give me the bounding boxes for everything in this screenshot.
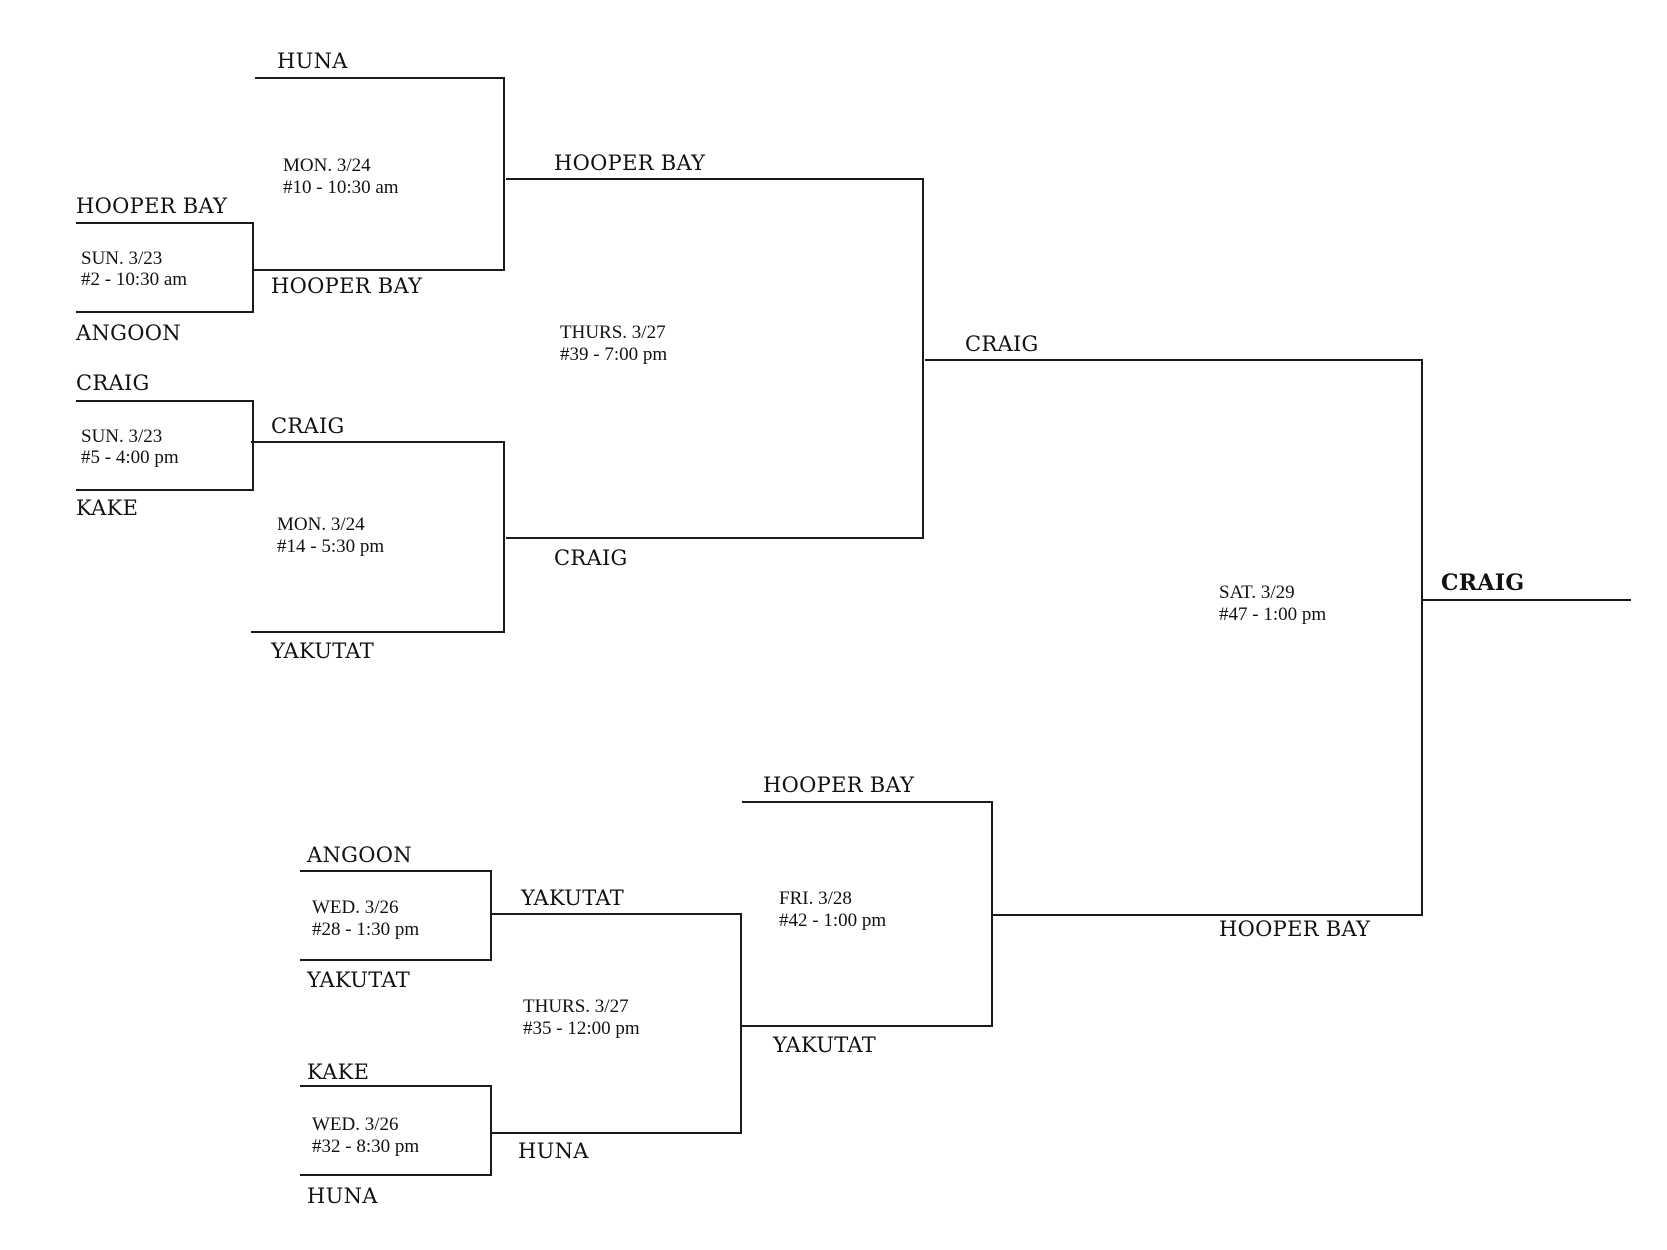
team-slot: KAKE	[307, 1060, 369, 1084]
team-slot: ANGOON	[75, 321, 181, 345]
game-date: SUN. 3/23	[81, 248, 162, 269]
game-42-bracket: HOOPER BAY YAKUTAT FRI. 3/28 #42 - 1:00 …	[741, 773, 993, 1057]
game-number-time: #47 - 1:00 pm	[1219, 604, 1326, 625]
game-date: THURS. 3/27	[523, 996, 629, 1017]
game-date: SAT. 3/29	[1219, 582, 1295, 603]
game-date: MON. 3/24	[277, 514, 365, 535]
team-slot: CRAIG	[76, 371, 150, 395]
game-date: THURS. 3/27	[560, 322, 666, 343]
game-47-lines	[925, 359, 1423, 916]
team-slot: YAKUTAT	[306, 968, 410, 992]
game-14-bracket: CRAIG YAKUTAT MON. 3/24 #14 - 5:30 pm	[251, 414, 505, 663]
game-10-bracket: HUNA HOOPER BAY MON. 3/24 #10 - 10:30 am	[253, 49, 505, 298]
game-10-lines	[253, 77, 505, 271]
team-slot: HUNA	[518, 1139, 589, 1163]
team-slot: ANGOON	[306, 843, 412, 867]
game-number-time: #5 - 4:00 pm	[81, 447, 179, 468]
team-slot: HOOPER BAY	[554, 151, 706, 175]
game-number-time: #42 - 1:00 pm	[779, 910, 886, 931]
team-slot: CRAIG	[271, 414, 345, 438]
game-number-time: #10 - 10:30 am	[283, 177, 399, 198]
game-2-lines	[76, 222, 254, 313]
team-slot: HUNA	[277, 49, 348, 73]
game-28-lines	[300, 870, 492, 961]
game-2-bracket: HOOPER BAY ANGOON SUN. 3/23 #2 - 10:30 a…	[75, 194, 254, 345]
game-number-time: #39 - 7:00 pm	[560, 344, 667, 365]
team-slot: KAKE	[76, 496, 138, 520]
game-date: WED. 3/26	[312, 1114, 399, 1135]
game-39-lines	[506, 178, 924, 539]
team-slot: CRAIG	[965, 332, 1039, 356]
game-5-lines	[76, 400, 254, 491]
champion-slot: CRAIG	[1422, 570, 1631, 601]
team-slot: HOOPER BAY	[1219, 917, 1371, 941]
team-slot: YAKUTAT	[270, 639, 374, 663]
game-number-time: #2 - 10:30 am	[81, 269, 187, 290]
game-date: WED. 3/26	[312, 897, 399, 918]
game-32-bracket: KAKE HUNA WED. 3/26 #32 - 8:30 pm	[300, 1060, 492, 1208]
game-date: SUN. 3/23	[81, 426, 162, 447]
game-47-bracket: CRAIG HOOPER BAY SAT. 3/29 #47 - 1:00 pm	[925, 332, 1423, 941]
game-14-lines	[251, 441, 505, 633]
game-35-bracket: YAKUTAT HUNA THURS. 3/27 #35 - 12:00 pm	[491, 886, 742, 1163]
team-slot: HUNA	[307, 1184, 378, 1208]
game-32-lines	[300, 1085, 492, 1176]
game-number-time: #28 - 1:30 pm	[312, 919, 419, 940]
team-slot: CRAIG	[554, 546, 628, 570]
game-number-time: #14 - 5:30 pm	[277, 536, 384, 557]
team-slot: YAKUTAT	[772, 1033, 876, 1057]
team-slot: HOOPER BAY	[271, 274, 423, 298]
team-slot: HOOPER BAY	[76, 194, 228, 218]
team-slot: YAKUTAT	[520, 886, 624, 910]
game-number-time: #32 - 8:30 pm	[312, 1136, 419, 1157]
team-slot: HOOPER BAY	[763, 773, 915, 797]
game-5-bracket: CRAIG KAKE SUN. 3/23 #5 - 4:00 pm	[76, 371, 254, 520]
game-date: FRI. 3/28	[779, 888, 852, 909]
game-39-bracket: HOOPER BAY CRAIG THURS. 3/27 #39 - 7:00 …	[506, 151, 924, 570]
game-35-lines	[491, 913, 742, 1134]
game-number-time: #35 - 12:00 pm	[523, 1018, 640, 1039]
game-date: MON. 3/24	[283, 155, 371, 176]
game-28-bracket: ANGOON YAKUTAT WED. 3/26 #28 - 1:30 pm	[300, 843, 492, 992]
champion-name: CRAIG	[1441, 570, 1524, 596]
